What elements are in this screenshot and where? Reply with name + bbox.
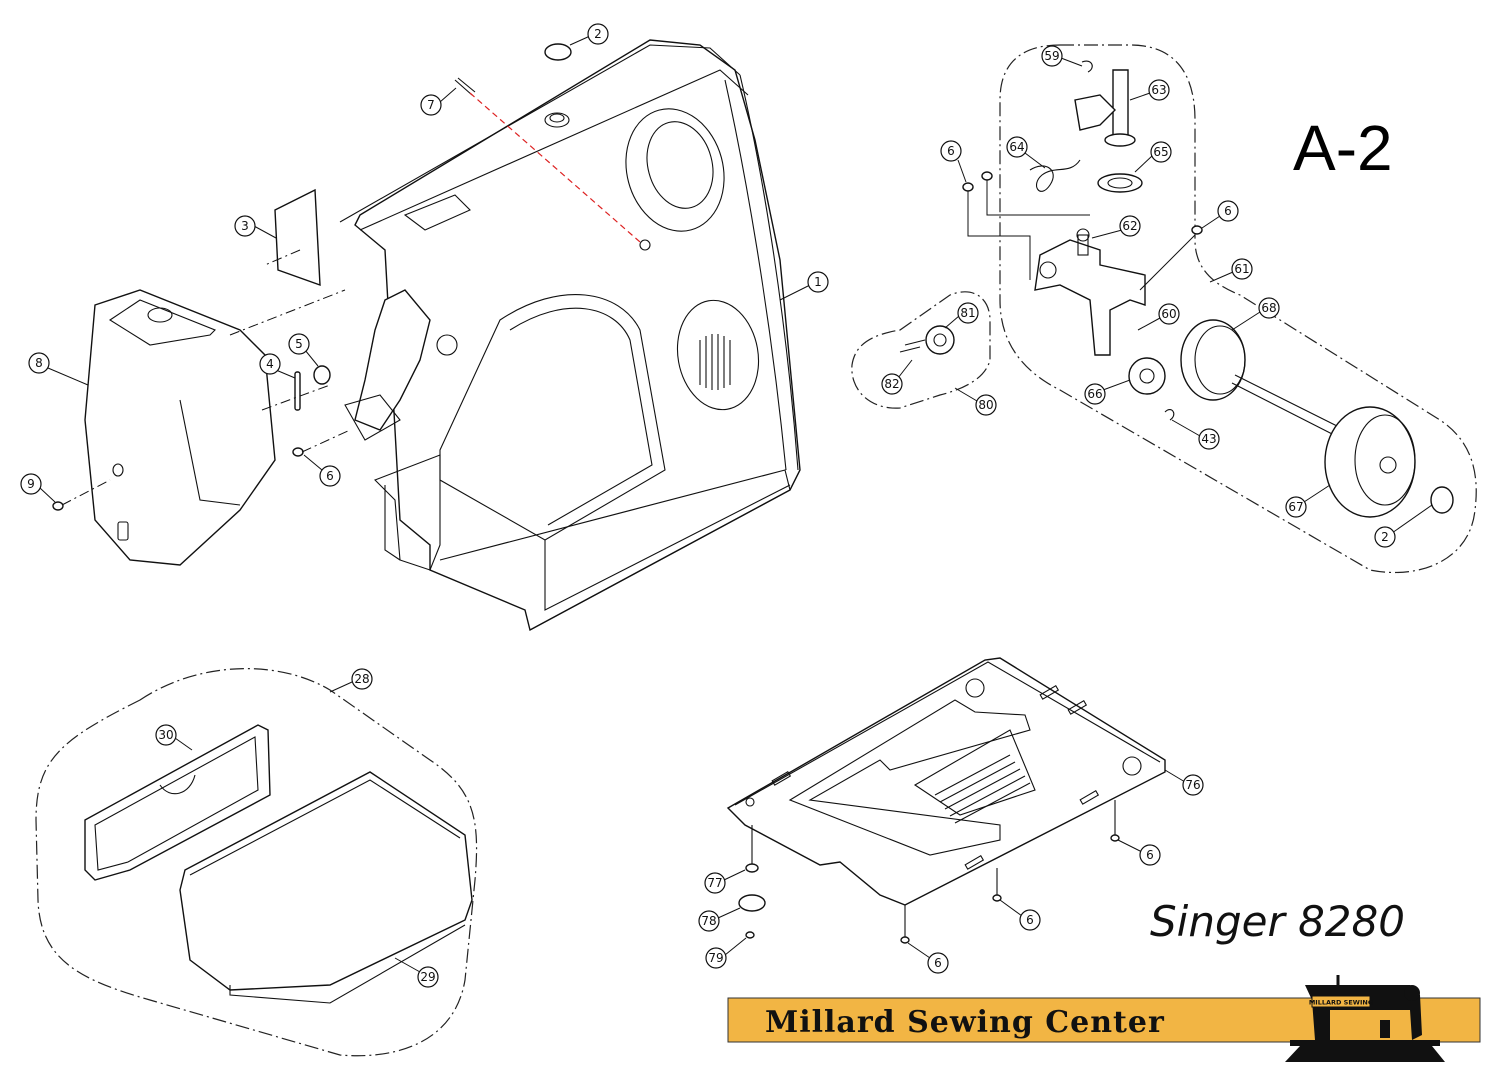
callout-67: 67 [1285,496,1307,518]
callout-29: 29 [417,966,439,988]
callout-59: 59 [1041,45,1063,67]
callout-62: 62 [1119,215,1141,237]
callout-78: 78 [698,910,720,932]
svg-text:8: 8 [35,356,43,370]
svg-text:29: 29 [420,970,435,984]
callout-2-handwheel-cap: 2 [1374,526,1396,548]
brand-banner: Millard Sewing Center MILLARD SEWING [727,975,1481,1062]
svg-text:62: 62 [1122,219,1137,233]
svg-text:28: 28 [354,672,369,686]
svg-text:6: 6 [326,469,334,483]
svg-text:63: 63 [1151,83,1166,97]
label-plate-icon [274,188,321,287]
svg-text:1: 1 [814,275,822,289]
callout-9: 9 [20,473,42,495]
callout-82: 82 [881,373,903,395]
callout-43: 43 [1198,428,1220,450]
callout-6-base-right: 6 [1139,844,1161,866]
callout-63: 63 [1148,79,1170,101]
callout-5: 5 [288,333,310,355]
svg-text:3: 3 [241,219,249,233]
svg-text:30: 30 [158,728,173,742]
callout-68: 68 [1258,297,1280,319]
machine-body-rear-cover [339,39,801,632]
callout-4: 4 [259,353,281,375]
svg-text:2: 2 [1381,530,1389,544]
svg-text:66: 66 [1087,387,1102,401]
svg-text:60: 60 [1161,307,1176,321]
callout-65: 65 [1150,141,1172,163]
screw-icon [292,447,304,457]
svg-text:64: 64 [1009,140,1024,154]
callout-64: 64 [1006,136,1028,158]
svg-text:4: 4 [266,357,274,371]
svg-text:6: 6 [1146,848,1154,862]
base-plate-group [726,657,1166,944]
svg-text:80: 80 [978,398,993,412]
svg-text:6: 6 [1224,204,1232,218]
svg-text:82: 82 [884,377,899,391]
svg-text:65: 65 [1153,145,1168,159]
model-label: Singer 8280 [1150,897,1405,946]
screw-icon [52,501,64,511]
callout-1: 1 [807,271,829,293]
callout-6-base-middle: 6 [1019,909,1041,931]
svg-text:6: 6 [947,144,955,158]
callout-79: 79 [705,947,727,969]
svg-text:77: 77 [707,876,722,890]
callout-30: 30 [155,724,177,746]
sewing-machine-logo-icon: MILLARD SEWING [1285,975,1445,1062]
svg-text:79: 79 [708,951,723,965]
svg-text:68: 68 [1261,301,1276,315]
callout-76: 76 [1182,774,1204,796]
callout-8: 8 [28,352,50,374]
callout-61: 61 [1231,258,1253,280]
tension-assembly-group [851,291,991,409]
svg-text:81: 81 [960,306,975,320]
brand-name: Millard Sewing Center [765,1005,1165,1040]
svg-text:6: 6 [1026,913,1034,927]
callout-66: 66 [1084,383,1106,405]
callout-28: 28 [351,668,373,690]
svg-text:7: 7 [427,98,435,112]
pin-icon [294,371,301,411]
svg-text:78: 78 [701,914,716,928]
callout-labels: 1 2 2 3 4 5 6 6 6 6 6 6 7 8 [20,23,1433,988]
callout-2-top: 2 [587,23,609,45]
callout-80: 80 [975,394,997,416]
callout-6-upper-left-screws: 6 [940,140,962,162]
callout-6-base-front: 6 [927,952,949,974]
svg-text:67: 67 [1288,500,1303,514]
svg-text:76: 76 [1185,778,1200,792]
svg-text:43: 43 [1201,432,1216,446]
svg-text:2: 2 [594,27,602,41]
cap-plug-icon [544,43,572,61]
ring-icon [313,365,331,385]
accessory-case-group [35,668,478,1057]
callout-60: 60 [1158,303,1180,325]
logo-plate-text: MILLARD SEWING [1309,999,1373,1007]
callout-77: 77 [704,872,726,894]
svg-text:6: 6 [934,956,942,970]
callout-6-left: 6 [319,465,341,487]
callout-7: 7 [420,94,442,116]
callout-6-bracket-screw: 6 [1217,200,1239,222]
screw-icon [454,79,473,96]
svg-text:5: 5 [295,337,303,351]
callout-81: 81 [957,302,979,324]
svg-text:61: 61 [1234,262,1249,276]
small-parts-left [52,43,641,511]
svg-text:9: 9 [27,477,35,491]
callout-3: 3 [234,215,256,237]
face-plate-cover [84,289,276,566]
svg-text:59: 59 [1044,49,1059,63]
handwheel-assembly-group [962,44,1477,574]
sheet-label: A-2 [1293,112,1393,184]
